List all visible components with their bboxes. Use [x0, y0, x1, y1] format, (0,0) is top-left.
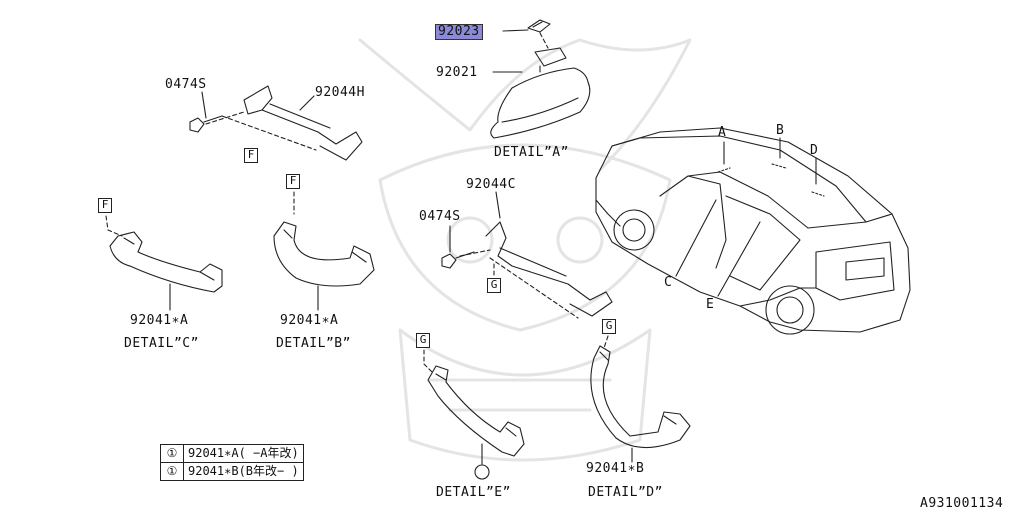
grip-detail-e: [427, 365, 525, 480]
leader-0474s-upper: [201, 91, 207, 119]
part-number-grip-d[interactable]: 92041∗B: [586, 461, 645, 476]
ref-box-f-2: F: [98, 198, 112, 213]
ref-box-g-2: G: [416, 333, 430, 348]
part-number-92044h[interactable]: 92044H: [315, 85, 365, 100]
figure-id: A931001134: [920, 496, 1004, 511]
ref-box-f-1: F: [244, 148, 258, 163]
bolt-upper-part: [189, 115, 223, 133]
applicability-legend: ① 92041∗A( −A年改) ① 92041∗B(B年改− ): [160, 444, 304, 481]
bracket-92044h-part: [243, 85, 363, 161]
ref-box-f-3: F: [286, 174, 300, 189]
legend-mark: ①: [161, 463, 184, 480]
dash-ref-f-c: [105, 215, 123, 237]
part-number-92021[interactable]: 92021: [436, 65, 478, 80]
mirror-cover-part: [527, 19, 551, 33]
dash-bracket-h: [205, 111, 317, 151]
legend-text: 92041∗B(B年改− ): [188, 464, 299, 478]
watermark-emblem: [358, 38, 692, 462]
grip-detail-c: [109, 231, 223, 293]
part-number-92044c[interactable]: 92044C: [466, 177, 516, 192]
mounting-marks: [717, 163, 825, 197]
detail-c-label: DETAIL”C”: [124, 336, 199, 351]
vehicle-outline: [595, 127, 911, 335]
legend-row: ① 92041∗A( −A年改): [161, 445, 303, 462]
part-number-0474s-upper[interactable]: 0474S: [165, 77, 207, 92]
legend-row: ① 92041∗B(B年改− ): [161, 462, 303, 480]
grip-detail-d: [590, 345, 691, 449]
legend-mark: ①: [161, 445, 184, 462]
part-number-0474s-lower[interactable]: 0474S: [419, 209, 461, 224]
leader-92044c: [495, 191, 501, 219]
callout-b: B: [776, 123, 785, 138]
detail-a-label: DETAIL”A”: [494, 145, 569, 160]
part-number-92023[interactable]: 92023: [435, 24, 483, 40]
leader-92044h: [299, 95, 315, 111]
dash-ref-g-d: [603, 335, 609, 349]
callout-d: D: [810, 143, 819, 158]
detail-b-label: DETAIL”B”: [276, 336, 351, 351]
leader-92023: [502, 29, 529, 32]
pointer-c: [675, 199, 717, 277]
callout-e: E: [706, 297, 715, 312]
detail-d-label: DETAIL”D”: [588, 485, 663, 500]
part-number-grip-c[interactable]: 92041∗A: [130, 313, 189, 328]
callout-c: C: [664, 275, 673, 290]
legend-text: 92041∗A( −A年改): [188, 446, 299, 460]
ref-box-g-1: G: [487, 278, 501, 293]
callout-a: A: [718, 125, 727, 140]
pointer-e: [717, 221, 761, 297]
part-number-grip-b[interactable]: 92041∗A: [280, 313, 339, 328]
bolt-lower-part: [441, 251, 475, 269]
bracket-92044c-part: [485, 221, 613, 317]
detail-e-label: DETAIL”E”: [436, 485, 511, 500]
dash-bracket-c: [459, 249, 579, 319]
dash-ref-g-e: [423, 349, 433, 373]
rear-view-mirror-part: [490, 47, 591, 139]
dash-cover-mirror: [539, 32, 549, 49]
ref-box-g-3: G: [602, 319, 616, 334]
grip-detail-b: [273, 221, 375, 287]
